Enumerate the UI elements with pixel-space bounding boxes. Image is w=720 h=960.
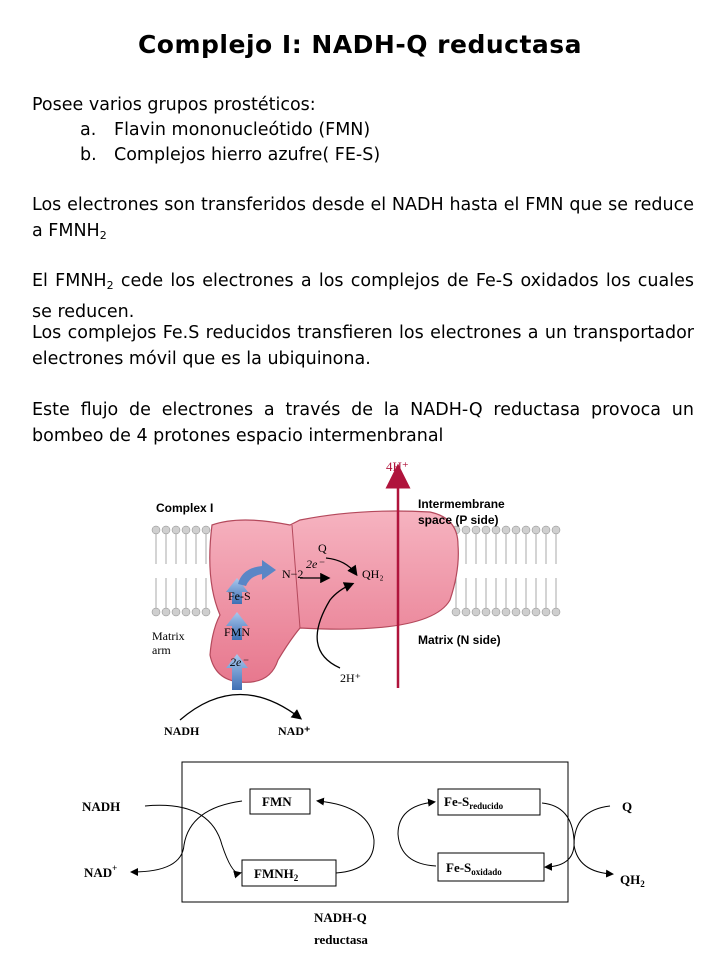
list-marker: b. (80, 145, 97, 165)
nadh-to-fmnh2-arrow (144, 804, 242, 879)
list-text: Flavin mononucleótido (FMN) (114, 120, 371, 140)
fmnh2-label: FMNH2 (254, 866, 299, 883)
intermembrane-label: Intermembrane (418, 497, 505, 511)
fmn-box (249, 788, 311, 815)
paragraph-1-text: Los electrones son transferidos desde el… (32, 195, 694, 241)
fes-oxidized-box (437, 852, 545, 882)
matrix-arm-label-2: arm (152, 643, 171, 657)
membrane (151, 525, 561, 617)
electron-arrow-icon (226, 654, 248, 690)
paragraph-2: El FMNH2 cede los electrones a los compl… (32, 268, 694, 325)
fmn-to-nad-arrow (130, 800, 243, 876)
fes-red-to-ox-arrow (541, 802, 575, 871)
fmn-label: FMN (224, 625, 250, 639)
list-text: Complejos hierro azufre( FE-S) (114, 145, 381, 165)
q-to-qh2-arrow (573, 805, 614, 878)
protons-top-label: 4H⁺ (386, 459, 409, 474)
fes-reduced-box (437, 788, 541, 816)
paragraph-2-text: El FMNH (32, 271, 107, 291)
protons-bottom-label: 2H⁺ (340, 671, 361, 685)
nadh-label: NADH (82, 799, 120, 814)
paragraph-1: Los electrones son transferidos desde el… (32, 192, 694, 249)
nad-label: NAD+ (84, 863, 117, 880)
electrons-label-2: 2e⁻ (306, 557, 325, 571)
electron-arrow-icon (226, 578, 248, 604)
q-reduction-arrow (325, 557, 358, 577)
proton-uptake-arrow (316, 582, 355, 669)
q-label: Q (622, 799, 632, 814)
nadh-label: NADH (164, 724, 200, 738)
matrix-arm-label: Matrix (152, 629, 185, 643)
fes-oxidized-label: Fe-Soxidado (446, 860, 502, 877)
paragraph-4: Este flujo de electrones a través de la … (32, 400, 694, 446)
page-title: Complejo I: NADH-Q reductasa (137, 30, 583, 59)
nad-label: NAD⁺ (278, 724, 310, 738)
list-item: a. Flavin mononucleótido (FMN) (80, 117, 370, 143)
fes-reduced-label: Fe-Sreducido (444, 794, 504, 811)
complex-i-label: Complex I (156, 501, 213, 515)
electron-arrow-icon (226, 612, 248, 640)
fmnh2-box (241, 859, 337, 887)
list-item: b. Complejos hierro azufre( FE-S) (80, 142, 380, 168)
qh2-label: QH₂ (362, 567, 384, 581)
reductase-box (181, 761, 569, 903)
qh2-label: QH2 (620, 872, 645, 889)
matrix-label: Matrix (N side) (418, 633, 501, 647)
fmn-label: FMN (262, 794, 292, 809)
paragraph-3: Los complejos Fe.S reducidos transfieren… (32, 323, 694, 369)
subscript: 2 (99, 229, 107, 242)
complex-i-protein (209, 510, 459, 683)
intro-text: Posee varios grupos prostéticos: (32, 95, 316, 115)
intermembrane-label-2: space (P side) (418, 513, 498, 527)
list-marker: a. (80, 120, 97, 140)
n2-label: N−2 (282, 567, 303, 581)
paragraph-2-text-cont: cede los electrones a los complejos de F… (32, 271, 694, 322)
electrons-label: 2e⁻ (230, 655, 249, 669)
nadh-oxidation-arrow (179, 693, 303, 721)
caption-line-1: NADH-Q (314, 910, 367, 925)
fes-ox-to-red-arrow (397, 798, 437, 867)
caption-line-2: reductasa (314, 932, 368, 947)
fmnh2-to-fmn-arrow (316, 797, 375, 874)
electron-arrow-icon (238, 560, 276, 586)
q-label: Q (318, 541, 327, 555)
subscript: 2 (106, 279, 114, 292)
fes-label: Fe-S (228, 589, 251, 603)
